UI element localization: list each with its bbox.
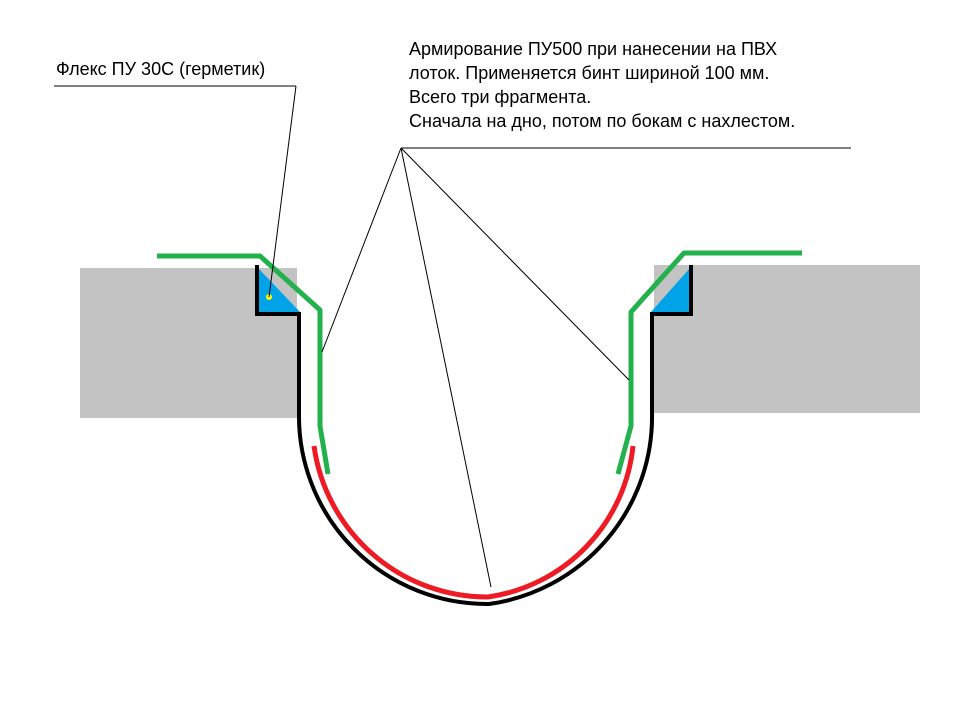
reinforcement-leader: [321, 147, 851, 588]
right-slab: [654, 265, 920, 413]
reinforcement-note-line: Сначала на дно, потом по бокам с нахлест…: [409, 111, 796, 131]
bottom-bandage: [311, 445, 636, 600]
right-side-bandage: [615, 250, 802, 475]
reinforcement-note-line: Всего три фрагмента.: [409, 87, 592, 107]
reinforcement-note: Армирование ПУ500 при нанесении на ПВХ л…: [409, 37, 795, 133]
reinforcement-note-line: лоток. Применяется бинт шириной 100 мм.: [409, 63, 770, 83]
reinforcement-note-line: Армирование ПУ500 при нанесении на ПВХ: [409, 39, 778, 59]
pvc-tray: [255, 265, 693, 607]
left-side-bandage: [157, 253, 331, 475]
sealant-leader: [54, 85, 297, 298]
right-sealant-fillet: [651, 268, 690, 312]
left-sealant-fillet: [258, 268, 300, 312]
sealant-label: Флекс ПУ 30С (герметик): [56, 59, 266, 79]
